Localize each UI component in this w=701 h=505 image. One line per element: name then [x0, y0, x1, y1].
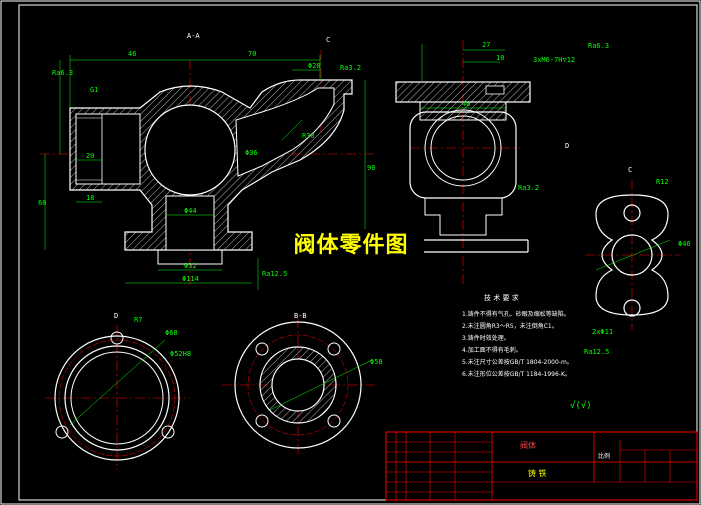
view-arrow-c: C — [326, 36, 330, 44]
dim-10: 10 — [496, 54, 504, 62]
title-part-name: 阀体 — [520, 440, 536, 450]
roughness-ra32-top: Ra3.2 — [340, 64, 361, 72]
tech-req-heading: 技 术 要 求 — [484, 293, 519, 302]
roughness-ra32-side: Ra3.2 — [518, 184, 539, 192]
view-label-d: D — [114, 312, 118, 320]
tech-req-line-6: 6.未注形位公差按GB/T 1184-1996-K。 — [462, 370, 571, 378]
dim-r7: R7 — [134, 316, 142, 324]
roughness-ra63-side: Ra6.3 — [588, 42, 609, 50]
dim-20: 20 — [86, 152, 94, 160]
dim-40: 40 — [462, 100, 470, 108]
dim-holes: 2xΦ11 — [592, 328, 613, 336]
dim-phi114: Φ114 — [182, 275, 199, 283]
thread-m6: 3xM6-7H▽12 — [533, 56, 575, 64]
dim-phi46: Φ46 — [678, 240, 691, 248]
dim-90: 90 — [367, 164, 375, 172]
technical-requirements: 技 术 要 求 1.铸件不得有气孔、砂眼及缩松等缺陷。 2.未注圆角R3～R5，… — [462, 293, 592, 411]
roughness-ra125-c: Ra12.5 — [584, 348, 609, 356]
dim-r12: R12 — [656, 178, 669, 186]
side-view: 27 10 40 3xM6-7H▽12 Ra6.3 Ra3.2 D — [395, 40, 609, 285]
view-label-a-a: A-A — [187, 32, 200, 40]
thread-g1: G1 — [90, 86, 98, 94]
view-label-b-b: B-B — [294, 312, 307, 320]
dim-phi68: Φ68 — [165, 329, 178, 337]
inner-frame — [18, 4, 698, 501]
view-d: D R7 Φ68 Φ52H8 — [45, 312, 191, 470]
roughness-general-symbol: √(√) — [570, 400, 592, 411]
tech-req-line-2: 2.未注圆角R3～R5，未注倒角C1。 — [462, 322, 558, 330]
dim-phi44: Φ44 — [184, 207, 197, 215]
view-b-b: B-B Φ58 — [222, 312, 383, 455]
dim-phi32: Φ32 — [184, 262, 197, 270]
roughness-ra125-bottom: Ra12.5 — [262, 270, 287, 278]
view-c: C R12 Φ46 2xΦ11 Ra12.5 — [584, 166, 691, 356]
dim-27: 27 — [482, 41, 490, 49]
title-scale-label: 比例 — [598, 452, 610, 460]
tech-req-line-3: 3.铸件时效处理。 — [462, 334, 510, 342]
dim-phi28: Φ28 — [308, 62, 321, 70]
title-banner: 阀体零件图 — [278, 229, 424, 263]
title-block: 阀体 铸 铁 比例 — [385, 431, 698, 501]
dim-70: 70 — [248, 50, 256, 58]
dim-60: 60 — [38, 199, 46, 207]
view-arrow-d: D — [565, 142, 569, 150]
dim-18: 18 — [86, 194, 94, 202]
dim-phi36: Φ36 — [245, 149, 258, 157]
dim-r30: R30 — [302, 132, 315, 140]
tech-req-line-1: 1.铸件不得有气孔、砂眼及缩松等缺陷。 — [462, 310, 570, 318]
roughness-ra63-left: Ra6.3 — [52, 69, 73, 77]
dim-phi58: Φ58 — [370, 358, 383, 366]
view-label-c: C — [628, 166, 632, 174]
dim-phi52: Φ52H8 — [170, 350, 191, 358]
title-material: 铸 铁 — [528, 468, 547, 478]
tech-req-line-5: 5.未注尺寸公差按GB/T 1804-2000-m。 — [462, 358, 573, 366]
dim-46: 46 — [128, 50, 136, 58]
section-view-a-a: A-A 46 70 Φ28 Φ36 R30 90 60 Φ44 Φ32 Φ114… — [38, 32, 375, 290]
tech-req-line-4: 4.加工面不得有毛刺。 — [462, 346, 522, 354]
